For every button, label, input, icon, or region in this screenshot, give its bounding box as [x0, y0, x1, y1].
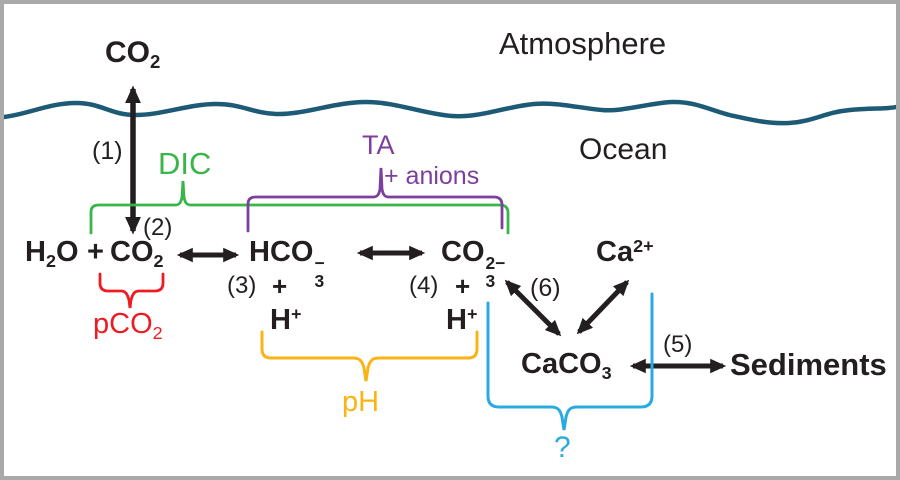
species-hco3: HCO−3: [249, 236, 325, 292]
anions-label: + anions: [384, 162, 480, 190]
ta-bracket: [246, 167, 504, 233]
ocean-surface-wave: [4, 99, 896, 126]
co3-caco3-arrow: [504, 279, 562, 337]
pco2-label: pCO2: [93, 308, 163, 343]
step-6-label: (6): [530, 274, 561, 302]
ta-label: TA: [362, 130, 395, 160]
species-h2o: H2O: [25, 236, 79, 271]
species-co2-gas: CO2: [105, 36, 161, 72]
sediments-label: Sediments: [730, 347, 887, 382]
step-5-label: (5): [663, 331, 693, 358]
step-4-label: (4): [409, 272, 439, 299]
step-1-label: (1): [92, 137, 123, 165]
atmosphere-label: Atmosphere: [499, 26, 667, 61]
plus-sign-4: +: [455, 271, 471, 301]
ph-bracket: [260, 330, 479, 382]
plus-sign-1: +: [87, 236, 104, 268]
dic-label: DIC: [158, 146, 212, 181]
question-bracket: [486, 292, 654, 431]
species-ca: Ca2+: [596, 236, 654, 268]
species-caco3: CaCO3: [521, 348, 612, 383]
question-mark-label: ?: [554, 431, 571, 464]
species-hplus-right: H+: [446, 304, 478, 336]
pco2-bracket: [98, 272, 165, 309]
plus-sign-3: +: [272, 271, 288, 301]
diagram-linework: [4, 85, 896, 431]
step-3-label: (3): [227, 272, 257, 299]
ocean-label: Ocean: [579, 133, 668, 166]
ph-label: pH: [342, 386, 380, 418]
ca-caco3-arrow: [576, 279, 630, 335]
species-co2-dissolved: CO2: [110, 236, 164, 271]
step-2-label: (2): [143, 214, 173, 241]
species-hplus-left: H+: [270, 304, 302, 336]
dic-bracket: [89, 180, 510, 235]
